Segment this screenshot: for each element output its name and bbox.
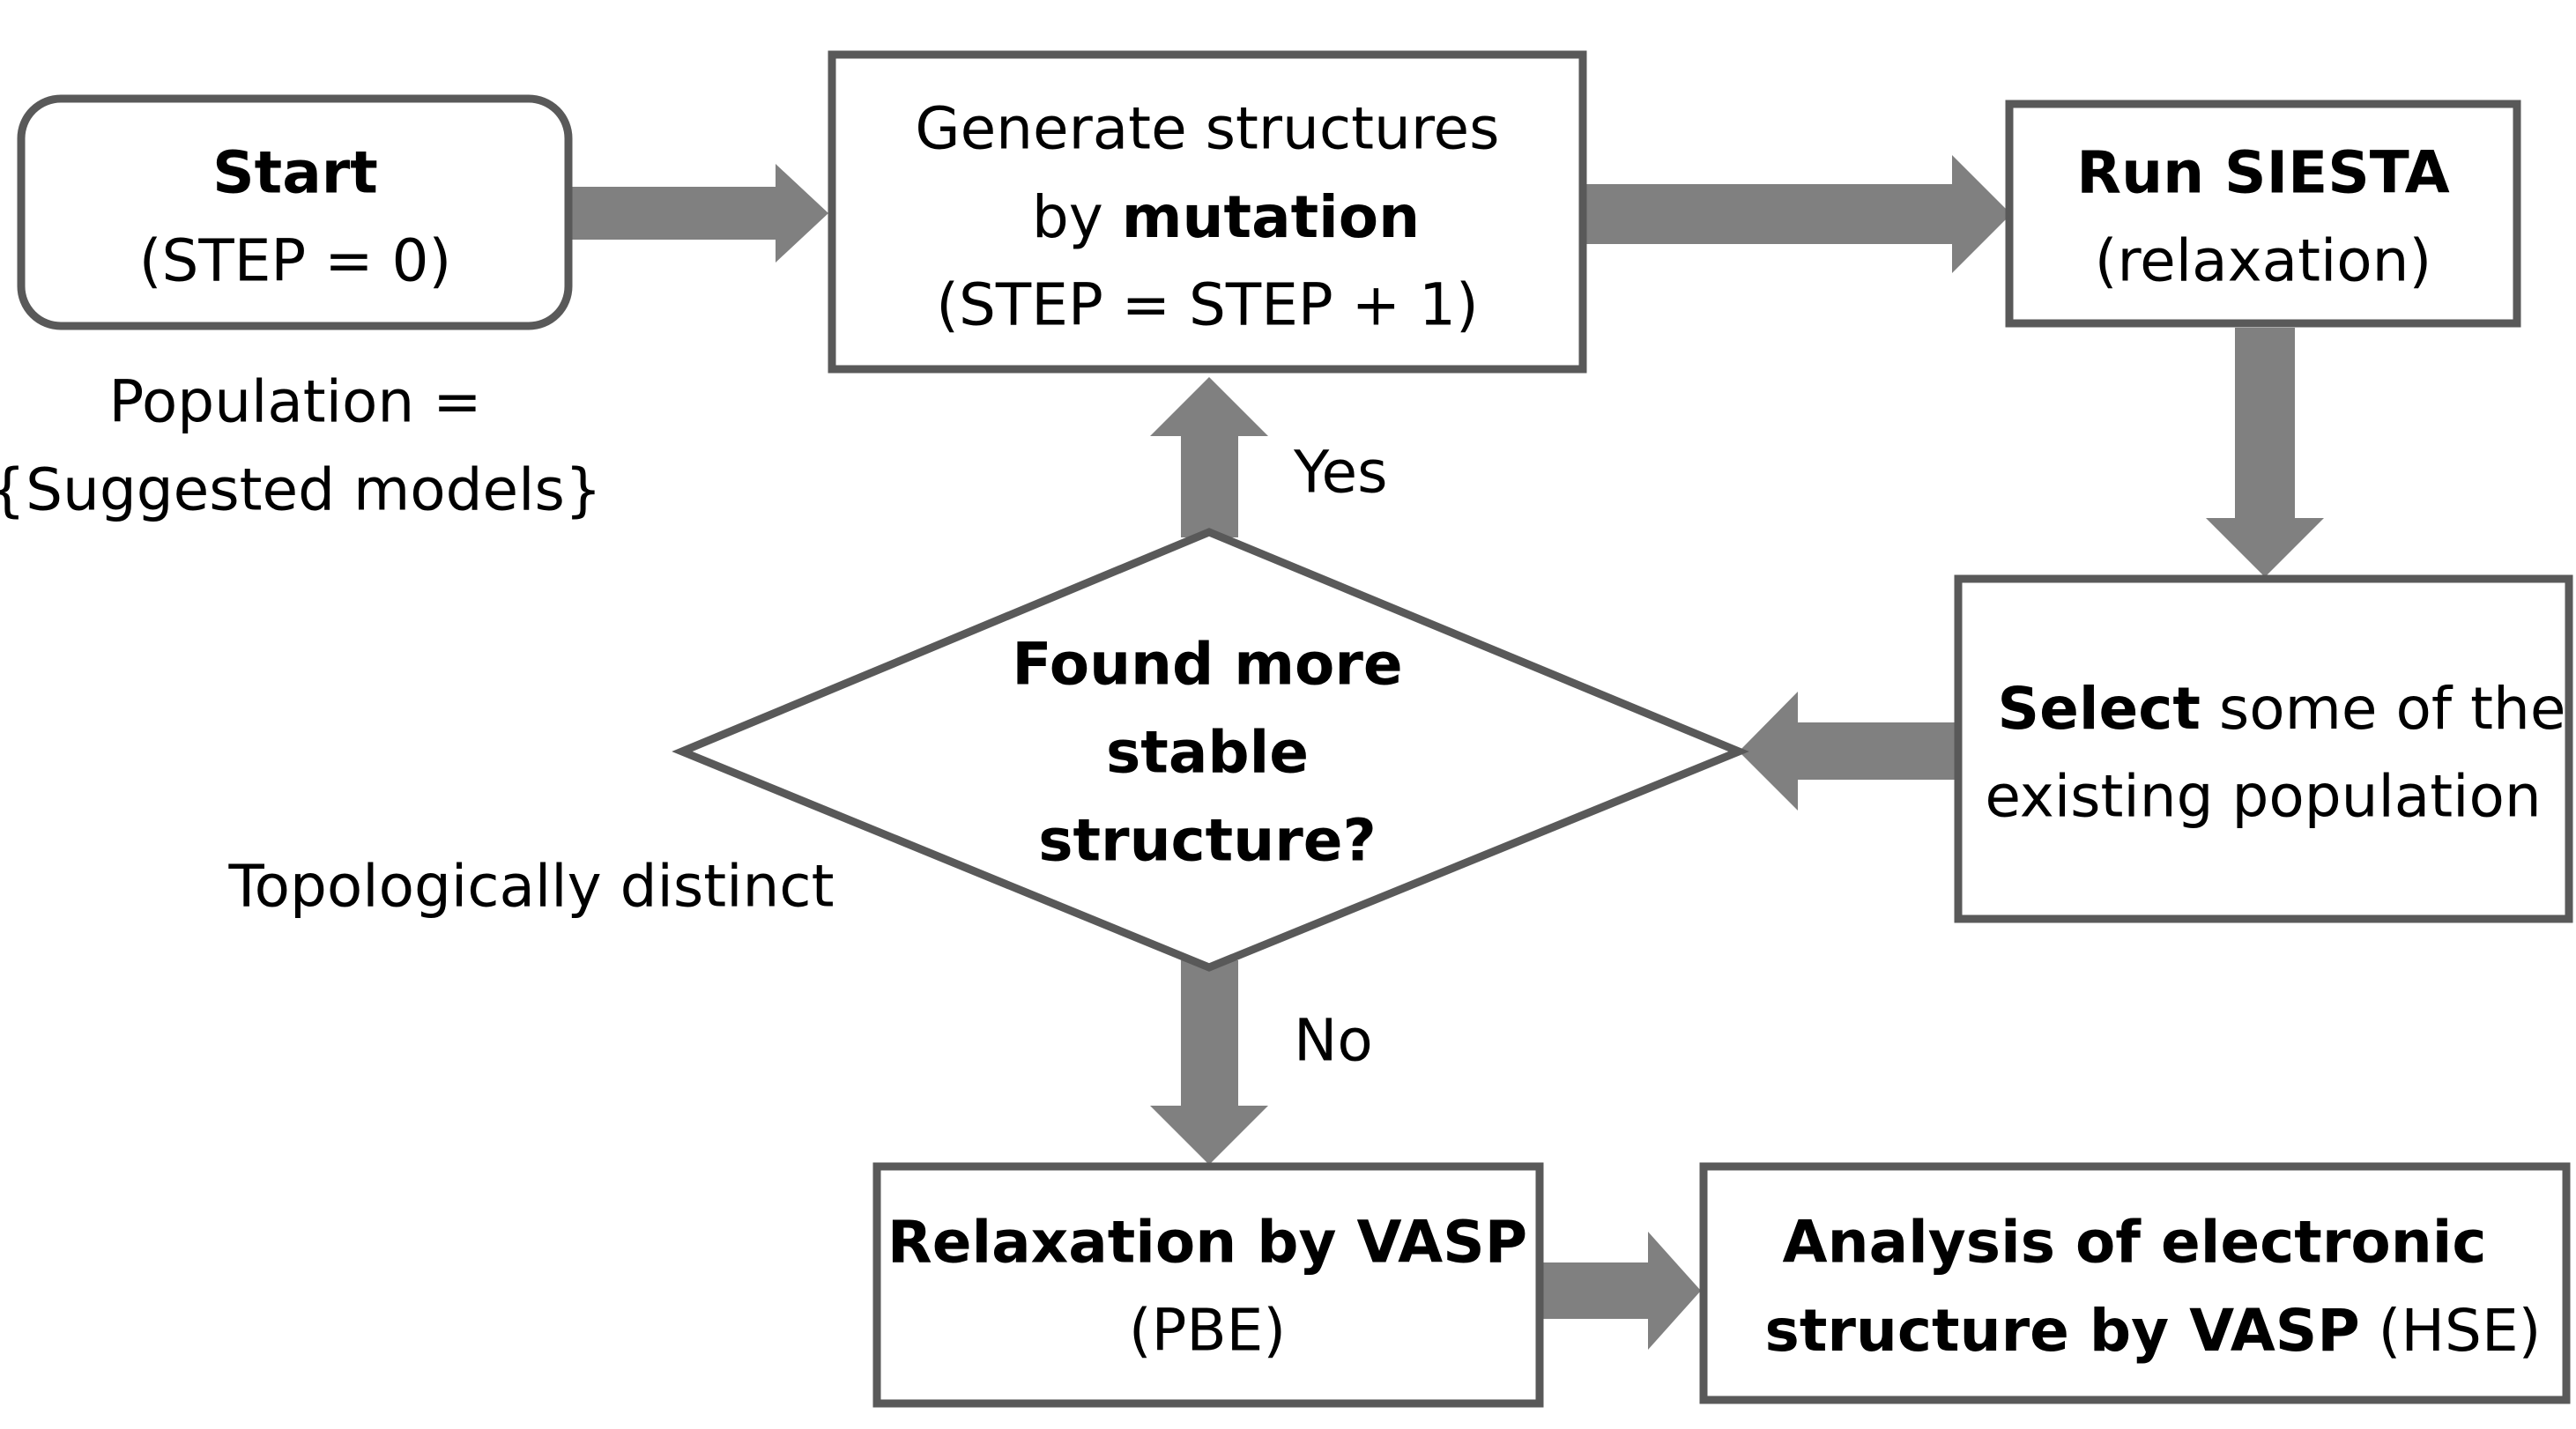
start-node: Start (STEP = 0) bbox=[17, 94, 573, 330]
generate-line3: (STEP = STEP + 1) bbox=[936, 271, 1478, 339]
arrow-siesta-to-select bbox=[2206, 328, 2324, 577]
select-line1: Select some of the bbox=[1868, 675, 2576, 743]
relaxation-vasp-title: Relaxation by VASP bbox=[887, 1209, 1527, 1277]
generate-line2-pre: by bbox=[1032, 183, 1122, 251]
analysis-line1: Analysis of electronic bbox=[1783, 1209, 2487, 1277]
analysis-node: Analysis of electronic structure by VASP… bbox=[1636, 1162, 2576, 1404]
select-line1-rest: some of the bbox=[2201, 675, 2566, 743]
select-line1-bold: Select bbox=[1998, 675, 2201, 743]
population-note-line2: {Suggested models} bbox=[0, 456, 602, 524]
arrow-vasp-to-analysis bbox=[1542, 1232, 1701, 1350]
run-siesta-node: Run SIESTA (relaxation) bbox=[2005, 100, 2521, 328]
run-siesta-title: Run SIESTA bbox=[2076, 139, 2449, 207]
arrow-decision-to-vasp-no bbox=[1150, 960, 1268, 1165]
analysis-line2-rest: (HSE) bbox=[2360, 1297, 2542, 1365]
decision-line2: stable bbox=[1106, 719, 1309, 787]
population-note-line1: Population = bbox=[108, 368, 481, 436]
yes-label: Yes bbox=[1293, 439, 1388, 507]
select-node: Select some of the existing population bbox=[1868, 574, 2576, 923]
select-line2: existing population bbox=[1985, 763, 2541, 831]
topologically-distinct-note: Topologically distinct bbox=[228, 853, 835, 921]
start-subtitle: (STEP = 0) bbox=[139, 227, 451, 295]
decision-line1: Found more bbox=[1012, 631, 1402, 699]
decision-node: Found more stable structure? bbox=[672, 528, 1749, 972]
run-siesta-subtitle: (relaxation) bbox=[2095, 227, 2432, 295]
relaxation-vasp-subtitle: (PBE) bbox=[1129, 1297, 1286, 1365]
generate-line2: by mutation bbox=[902, 183, 1512, 251]
arrow-generate-to-siesta bbox=[1586, 155, 2011, 273]
population-note: Population = {Suggested models} bbox=[0, 368, 602, 524]
no-label: No bbox=[1294, 1007, 1373, 1075]
relaxation-vasp-node: Relaxation by VASP (PBE) bbox=[872, 1162, 1544, 1408]
generate-line2-bold: mutation bbox=[1122, 183, 1420, 251]
start-title: Start bbox=[212, 139, 378, 207]
arrow-decision-to-generate-yes bbox=[1150, 377, 1268, 537]
analysis-line2-bold: structure by VASP bbox=[1765, 1297, 2360, 1365]
generate-node: Generate structures by mutation (STEP = … bbox=[828, 50, 1587, 374]
arrow-select-to-decision bbox=[1739, 692, 1958, 811]
generate-line1: Generate structures bbox=[915, 95, 1499, 163]
analysis-line2: structure by VASP (HSE) bbox=[1636, 1297, 2576, 1365]
decision-line3: structure? bbox=[1038, 807, 1377, 875]
arrow-start-to-generate bbox=[568, 164, 828, 263]
